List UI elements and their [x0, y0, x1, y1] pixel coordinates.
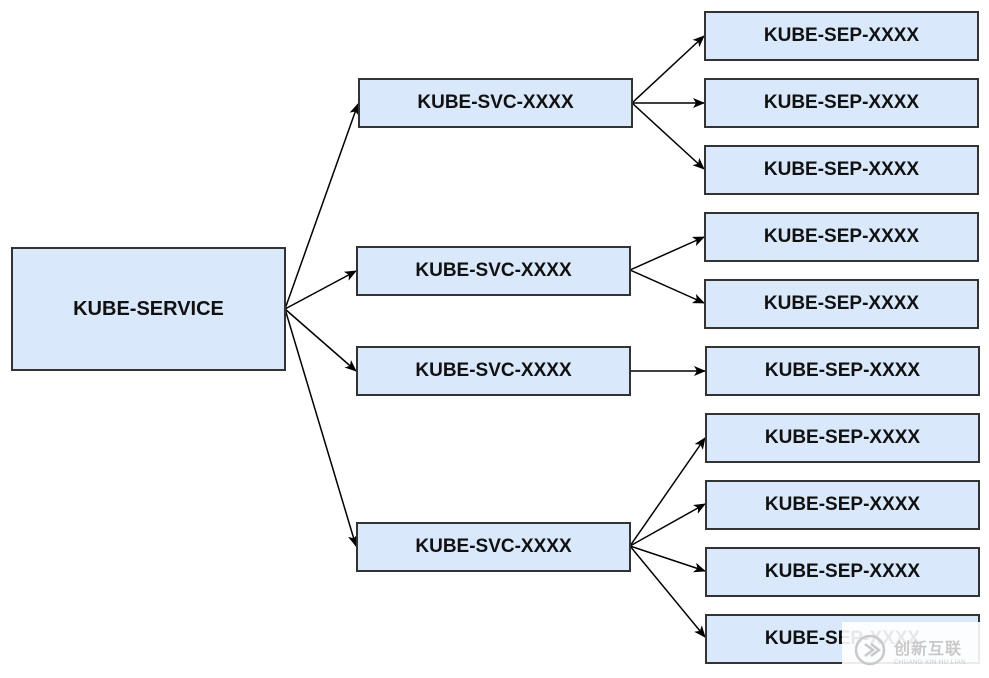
service-node: KUBE-SVC-XXXX	[356, 346, 631, 396]
brand-logo-icon	[854, 634, 886, 666]
edge-svc2-sep-2	[629, 269, 705, 304]
edge-root-svc-3	[284, 308, 357, 372]
watermark-name: 创新互联	[894, 640, 963, 658]
endpoint-node: KUBE-SEP-XXXX	[704, 11, 979, 61]
edge-root-svc-4	[284, 308, 358, 547]
edge-svc4-sep-4	[629, 545, 706, 638]
edge-svc1-sep-1	[631, 35, 705, 104]
endpoint-node: KUBE-SEP-XXXX	[705, 346, 980, 396]
service-node: KUBE-SVC-XXXX	[356, 522, 631, 572]
edge-svc2-sep-1	[629, 236, 705, 271]
endpoint-node: KUBE-SEP-XXXX	[705, 480, 980, 530]
edge-svc4-sep-1	[629, 437, 706, 547]
watermark: 创新互联 CHUANG XIN HU LIAN	[842, 622, 989, 678]
edge-svc4-sep-2	[629, 503, 706, 547]
service-node: KUBE-SVC-XXXX	[358, 78, 633, 128]
edge-root-svc-2	[284, 270, 357, 310]
edge-svc1-sep-3	[631, 102, 705, 170]
watermark-subtitle: CHUANG XIN HU LIAN	[894, 659, 967, 666]
endpoint-node: KUBE-SEP-XXXX	[705, 413, 980, 463]
endpoint-node: KUBE-SEP-XXXX	[705, 547, 980, 597]
root-node: KUBE-SERVICE	[11, 247, 286, 371]
service-node: KUBE-SVC-XXXX	[356, 246, 631, 296]
endpoint-node: KUBE-SEP-XXXX	[704, 145, 979, 195]
endpoint-node: KUBE-SEP-XXXX	[704, 212, 979, 262]
endpoint-node: KUBE-SEP-XXXX	[704, 78, 979, 128]
edge-root-svc-1	[284, 103, 360, 310]
endpoint-node: KUBE-SEP-XXXX	[704, 279, 979, 329]
edge-svc4-sep-3	[629, 545, 706, 573]
